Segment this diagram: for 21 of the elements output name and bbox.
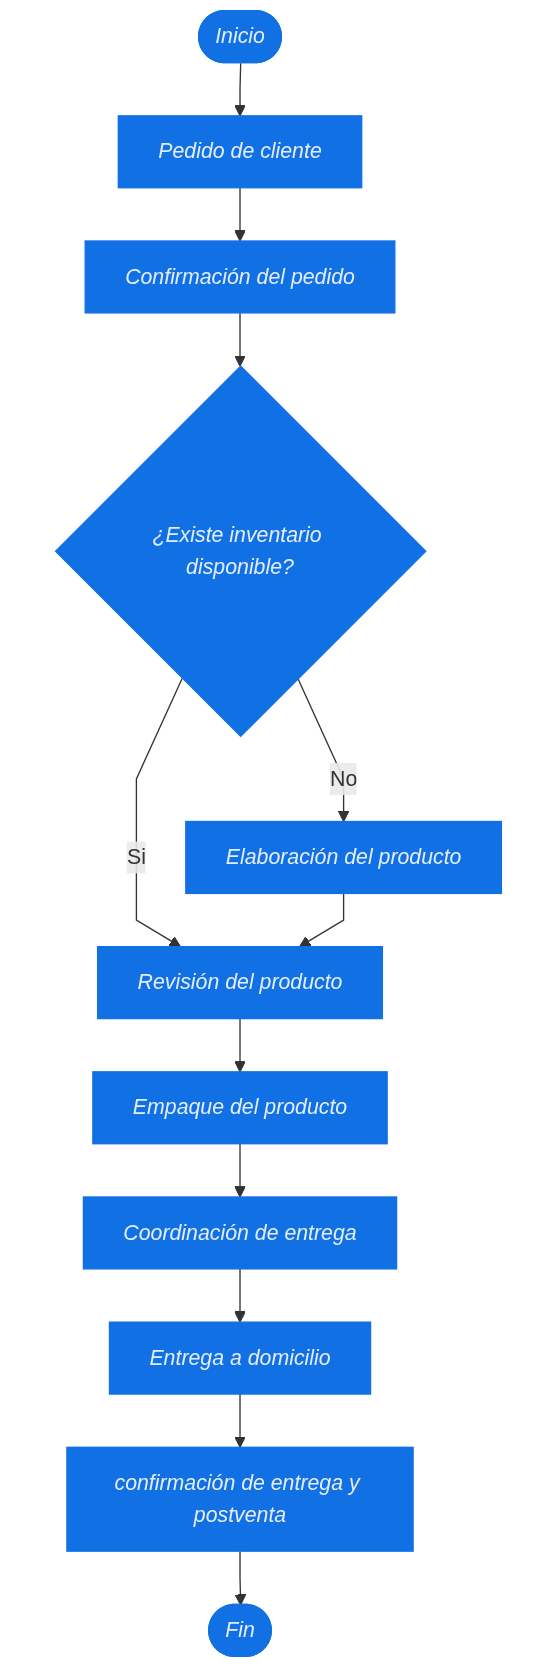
arrow xyxy=(135,677,183,948)
node-box: Confirmación del pedido xyxy=(84,240,396,314)
edge-label: Si xyxy=(126,845,146,869)
node-box: Empaque del producto xyxy=(92,1071,388,1145)
node-box: Revisión del producto xyxy=(96,946,384,1020)
node-box: Entrega a domicilio xyxy=(108,1321,372,1395)
node-box: Coordinación de entrega xyxy=(82,1196,398,1270)
arrow xyxy=(234,312,246,367)
arrow xyxy=(234,187,246,242)
arrow xyxy=(234,1143,246,1198)
arrow xyxy=(234,1393,246,1448)
edge-label: No xyxy=(330,766,358,790)
node-box: confirmación de entrega y postventa xyxy=(66,1446,414,1552)
arrow xyxy=(234,1017,246,1073)
node-box: Pedido de cliente xyxy=(117,115,363,189)
arrow xyxy=(234,1550,247,1606)
arrow xyxy=(234,1268,246,1323)
arrow xyxy=(234,62,246,117)
arrow xyxy=(299,892,345,948)
node-box: Elaboración del producto xyxy=(185,820,503,895)
node-diamond: ¿Existe inventario disponible? xyxy=(54,365,427,738)
